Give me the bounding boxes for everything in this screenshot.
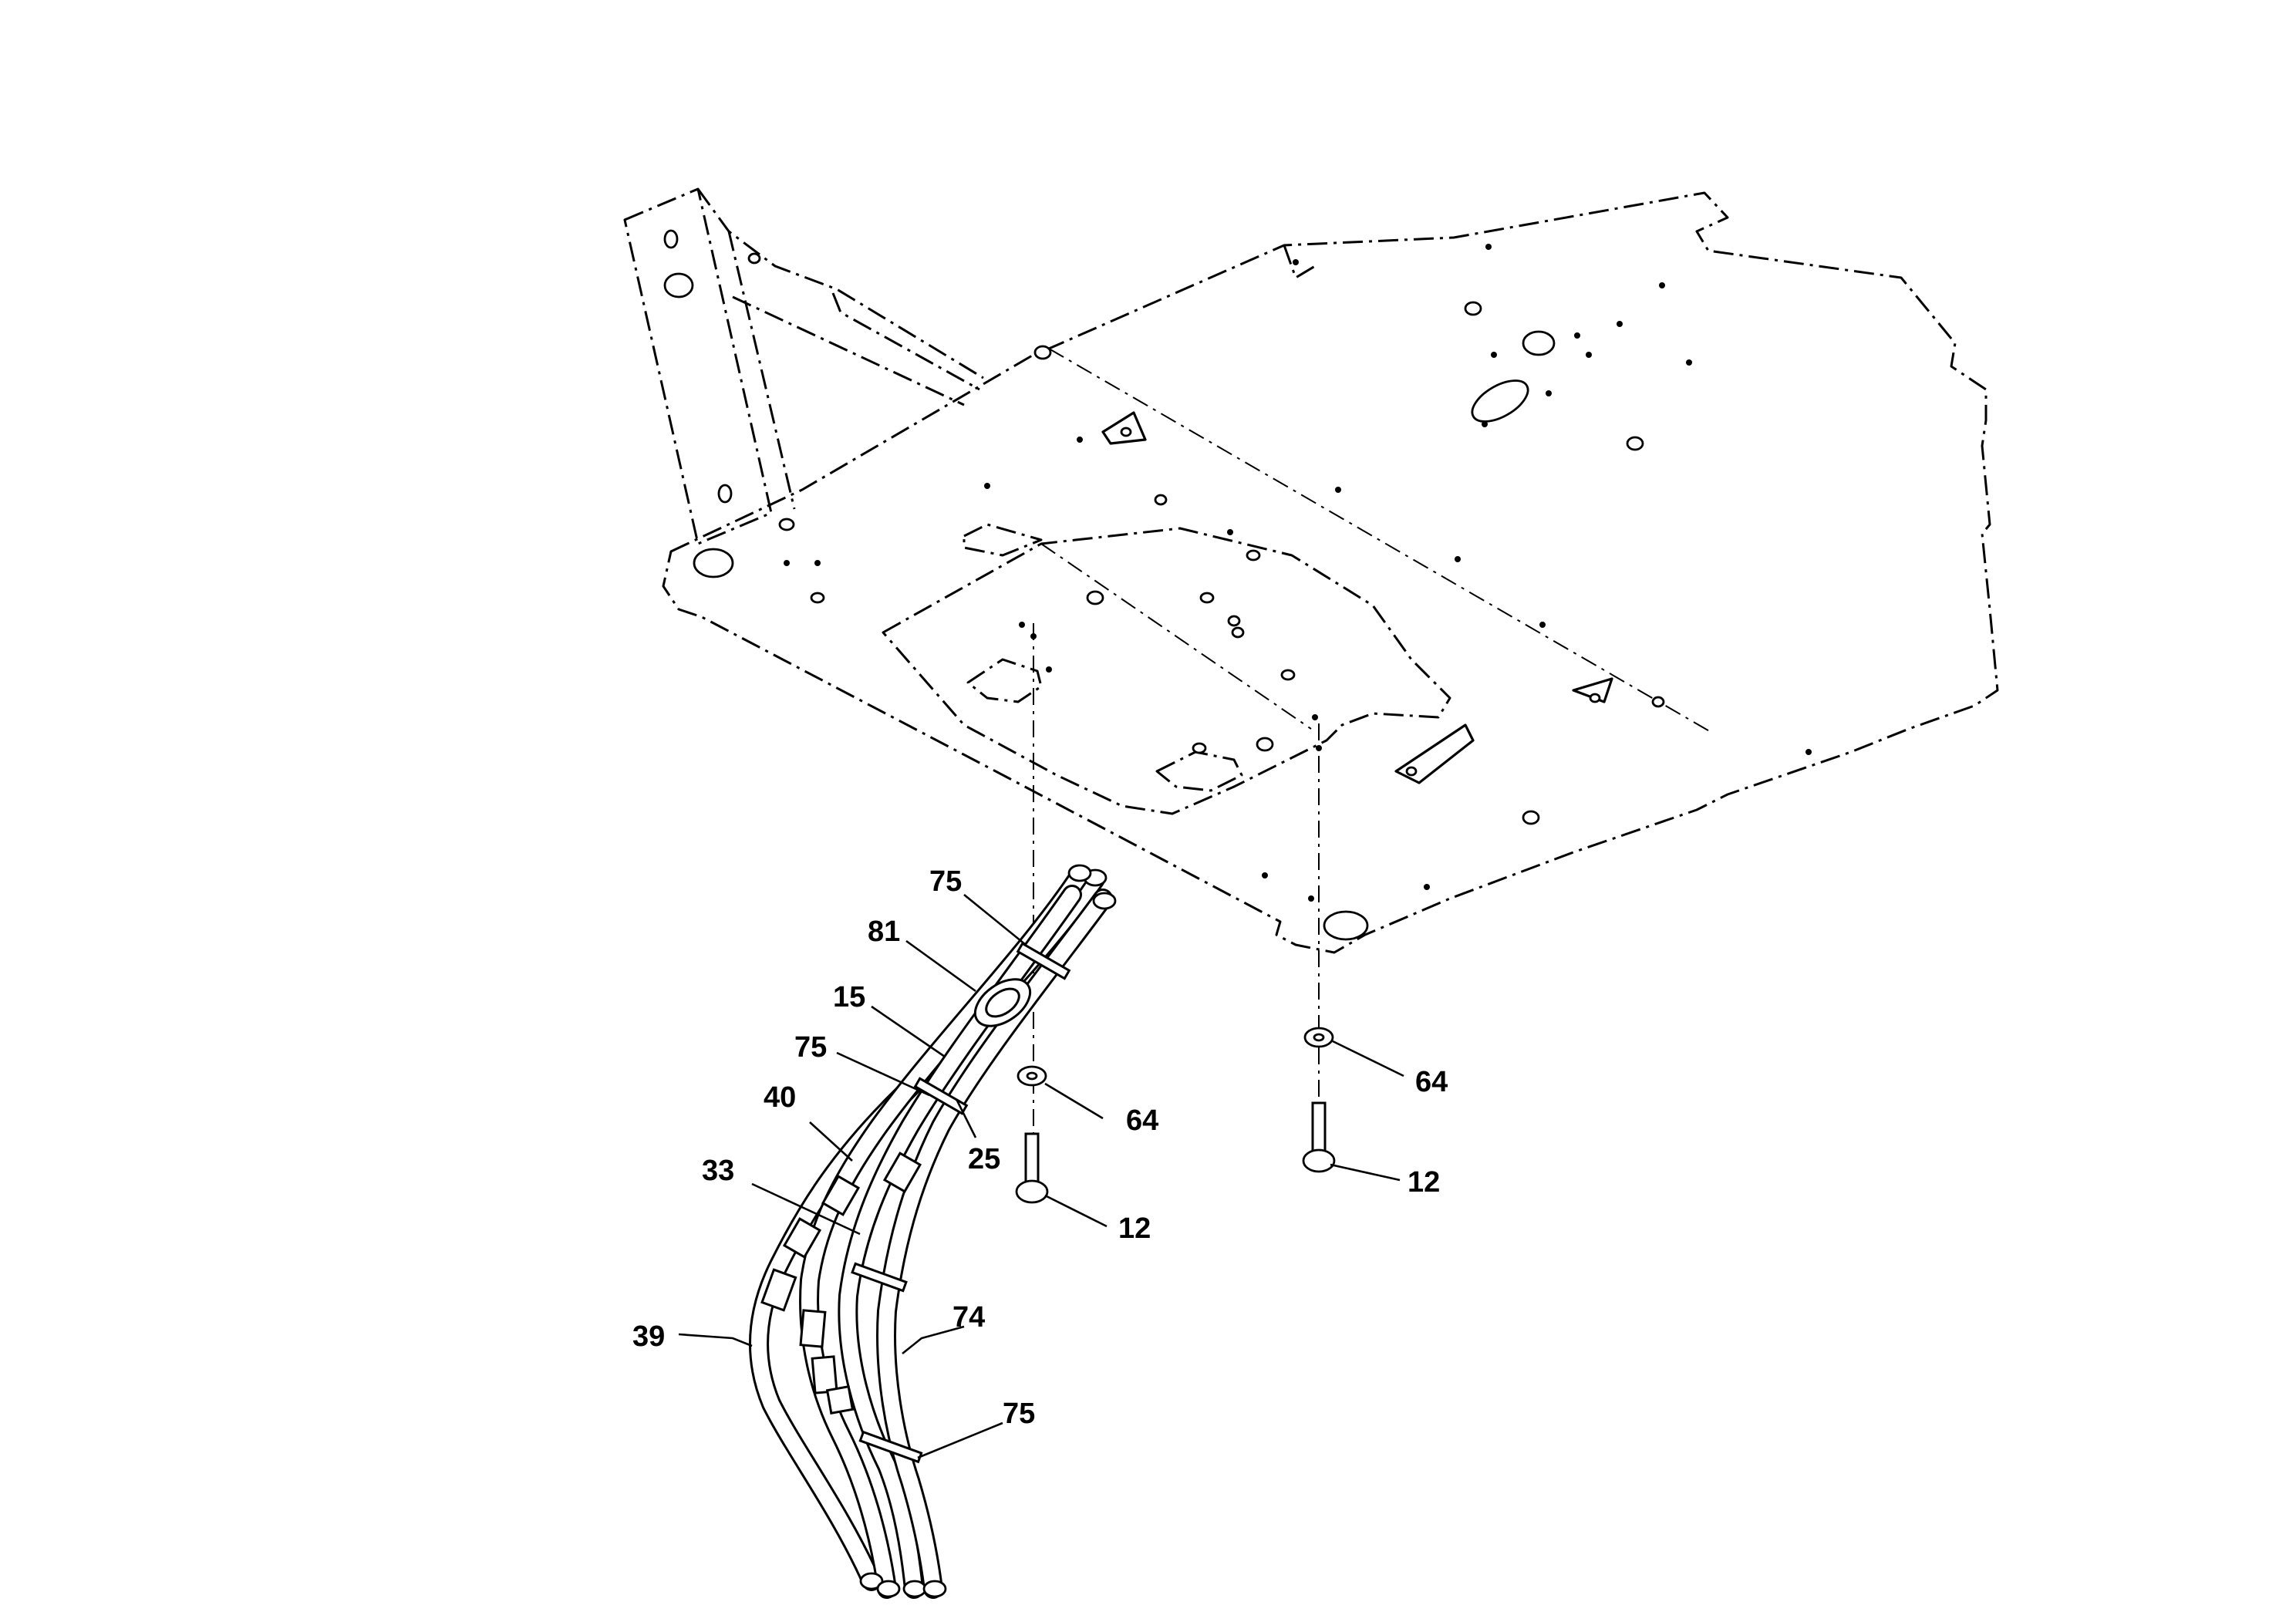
fasteners — [1015, 1027, 1336, 1204]
callout-12-left: 12 — [1118, 1212, 1151, 1245]
callout-labels: 75 81 15 75 40 25 64 33 12 64 12 39 74 7… — [632, 865, 1448, 1430]
gussets — [1101, 411, 1613, 784]
callout-12-right: 12 — [1408, 1166, 1440, 1199]
center-lines — [1033, 623, 1320, 1199]
bolt-right — [1302, 1101, 1336, 1173]
callout-75-lower: 75 — [1003, 1398, 1035, 1430]
leader-lines — [678, 893, 1404, 1459]
central-cutout — [882, 523, 1451, 815]
washer-left — [1017, 1065, 1047, 1087]
plate-holes — [778, 244, 1812, 902]
callout-64-right: 64 — [1415, 1066, 1448, 1098]
callout-33: 33 — [702, 1155, 734, 1187]
callout-40: 40 — [764, 1081, 796, 1114]
bolt-left — [1015, 1132, 1049, 1204]
frame-upright — [623, 187, 984, 545]
callout-75-middle: 75 — [794, 1031, 827, 1064]
callout-74: 74 — [952, 1301, 985, 1334]
floor-plate — [662, 191, 1999, 954]
callout-75-upper: 75 — [929, 865, 962, 898]
washer-right — [1303, 1027, 1334, 1048]
hose-bundle — [748, 864, 1117, 1599]
callout-81: 81 — [868, 916, 900, 948]
callout-15: 15 — [833, 981, 865, 1013]
callout-39: 39 — [632, 1320, 665, 1353]
callout-64-left: 64 — [1126, 1104, 1158, 1137]
callout-25: 25 — [968, 1143, 1000, 1175]
